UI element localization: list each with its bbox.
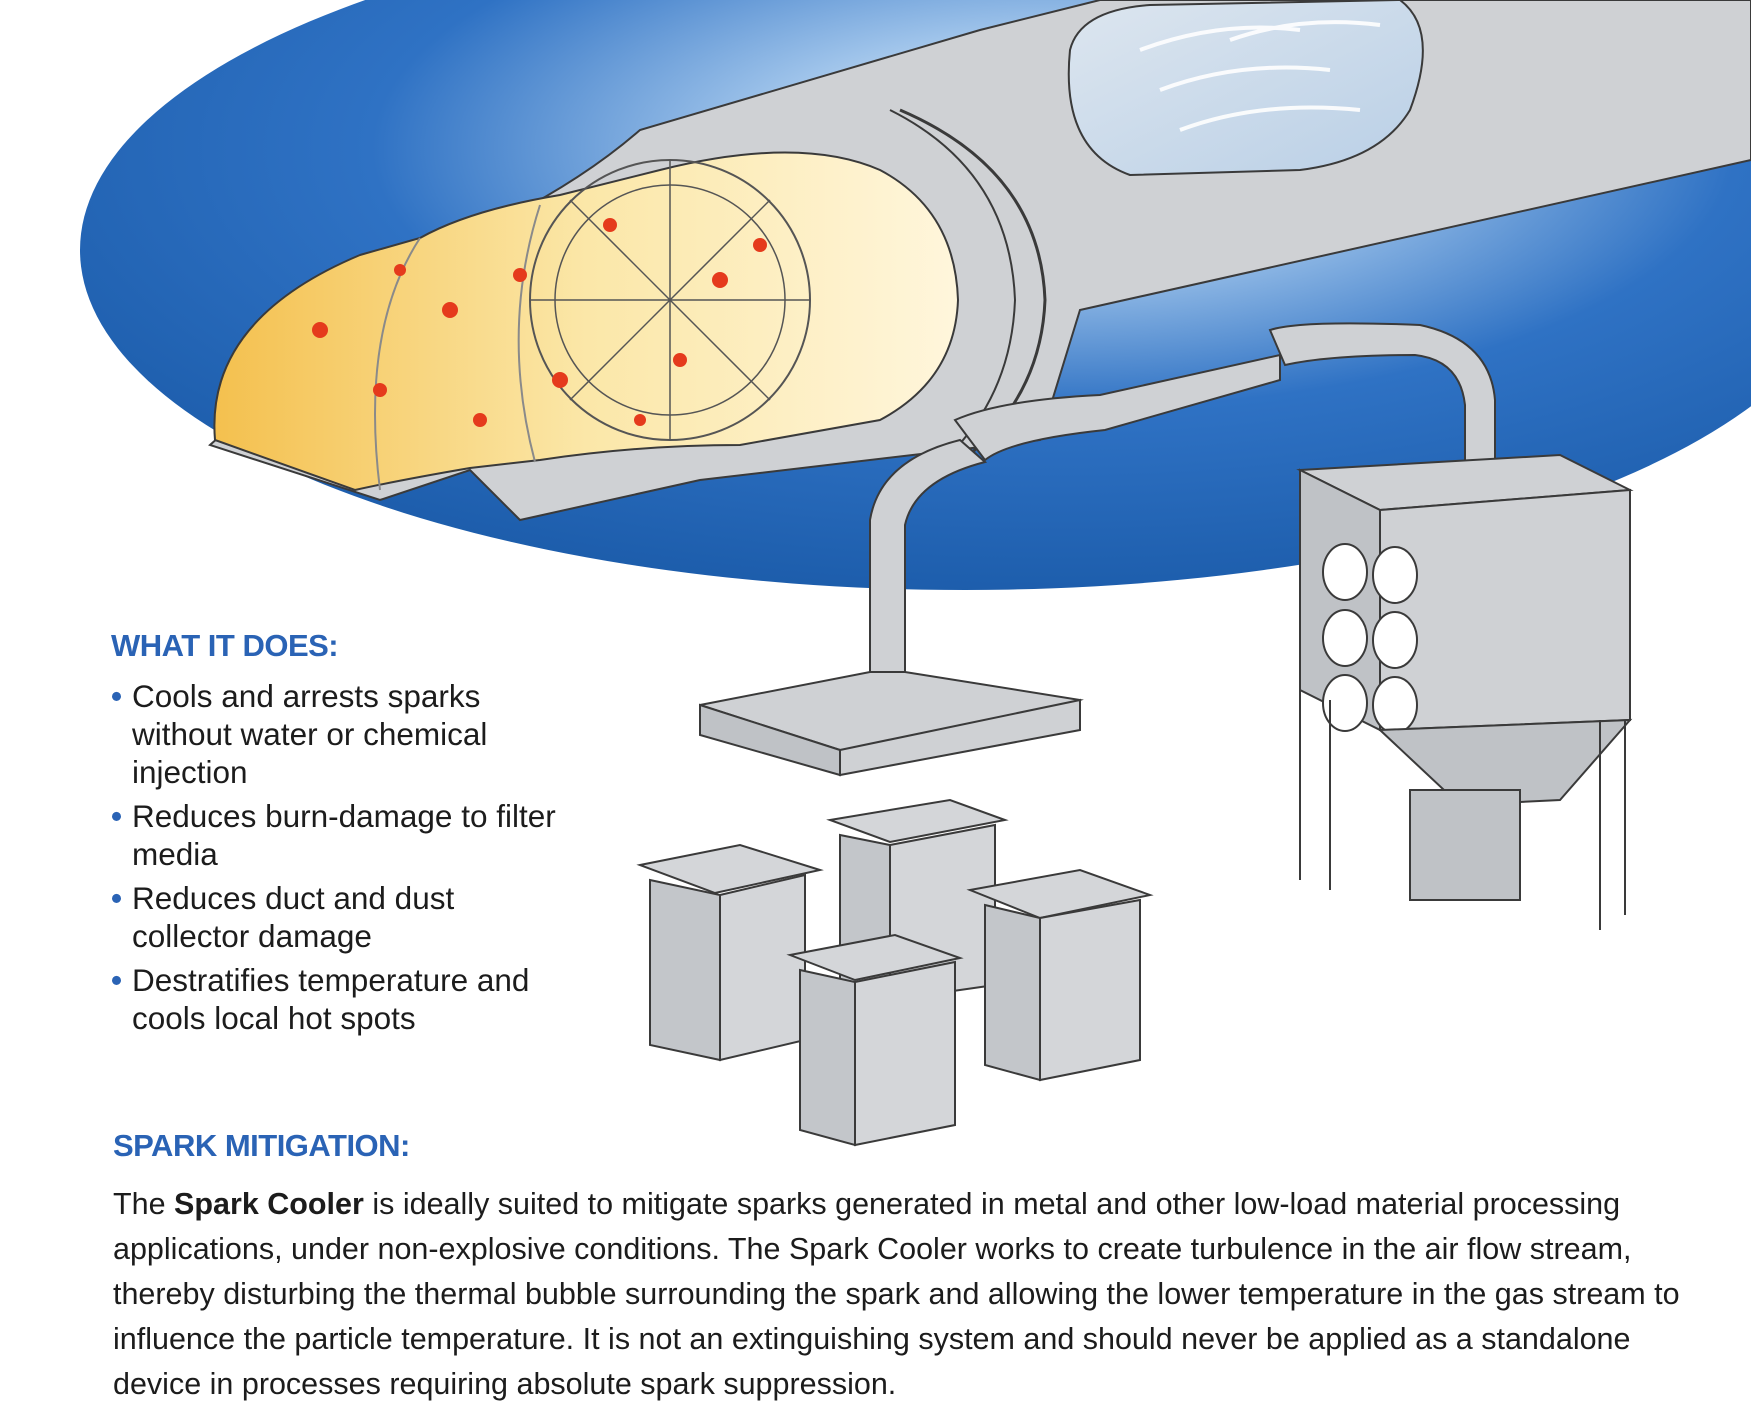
list-item: • Reduces burn-damage to filter media	[111, 797, 571, 873]
list-item-label: Reduces burn-damage to filter media	[132, 798, 556, 872]
spark-mitigation-heading: SPARK MITIGATION:	[113, 1128, 410, 1163]
dust-collector-icon	[1296, 453, 1634, 930]
spark-mitigation-paragraph: The Spark Cooler is ideally suited to mi…	[113, 1182, 1713, 1407]
hood	[699, 671, 1084, 777]
list-item-label: Cools and arrests sparks without water o…	[132, 678, 488, 790]
list-item-label: Reduces duct and dust collector damage	[132, 880, 455, 954]
bullet-icon: •	[111, 880, 123, 916]
list-item: • Destratifies temperature and cools loc…	[111, 961, 571, 1037]
paragraph-body: is ideally suited to mitigate sparks gen…	[113, 1187, 1680, 1401]
list-item-label: Destratifies temperature and cools local…	[132, 962, 530, 1036]
workbench-icon	[636, 798, 1154, 1147]
list-item: • Cools and arrests sparks without water…	[111, 677, 571, 791]
duct-icon	[208, 0, 1751, 522]
what-it-does-heading: WHAT IT DOES:	[111, 628, 339, 663]
spark-icon	[312, 218, 767, 427]
bullet-icon: •	[111, 798, 123, 834]
product-name: Spark Cooler	[174, 1187, 364, 1221]
list-item: • Reduces duct and dust collector damage	[111, 879, 571, 955]
connecting-duct	[869, 322, 1496, 691]
bullet-icon: •	[111, 678, 123, 714]
paragraph-lead: The	[113, 1187, 175, 1221]
bullet-icon: •	[111, 962, 123, 998]
what-it-does-list: • Cools and arrests sparks without water…	[111, 677, 571, 1043]
